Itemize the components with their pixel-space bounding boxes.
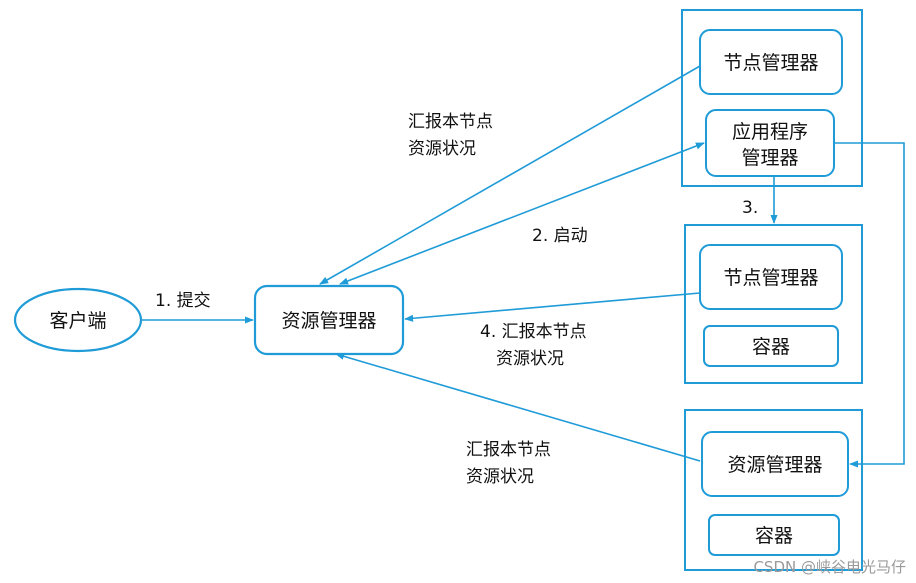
- node-3-container: [708, 514, 840, 556]
- label-start: 2. 启动: [532, 226, 588, 246]
- arrow-node3-report: [335, 352, 701, 462]
- label-report-bottom-2: 资源状况: [466, 467, 534, 487]
- node-1-app-master-label-1: 应用程序: [732, 121, 808, 143]
- arrow-start-am: [339, 142, 705, 285]
- arrow-node1-report: [319, 65, 701, 285]
- node-1-frame: [681, 9, 863, 187]
- arrow-am-to-node3: [834, 142, 905, 468]
- node-2-container-label: 容器: [752, 336, 790, 358]
- node-2-node-manager-label: 节点管理器: [723, 267, 818, 289]
- node-3-frame: [684, 409, 863, 571]
- watermark: CSDN @峡谷电光马仔: [753, 558, 906, 576]
- resource-manager-node: [253, 284, 405, 356]
- node-2-container: [703, 325, 839, 367]
- label-report-bottom-1: 汇报本节点: [466, 440, 551, 460]
- node-3-container-label: 容器: [755, 525, 793, 547]
- node-1-app-master-label-2: 管理器: [741, 147, 798, 169]
- label-report-mid-2: 资源状况: [496, 349, 564, 369]
- label-report-mid-1: 4. 汇报本节点: [480, 322, 587, 342]
- arrow-node2-report: [404, 292, 701, 322]
- label-report-top-2: 资源状况: [408, 139, 476, 159]
- label-step3: 3.: [742, 198, 758, 218]
- node-1-node-manager-label: 节点管理器: [723, 52, 818, 74]
- node-3-resource-manager: [701, 431, 849, 497]
- resource-manager-label: 资源管理器: [281, 310, 376, 332]
- node-3-resource-manager-label: 资源管理器: [727, 454, 822, 476]
- client-label: 客户端: [49, 310, 106, 332]
- node-2-frame: [684, 224, 863, 384]
- node-1-node-manager: [699, 29, 843, 95]
- label-submit: 1. 提交: [155, 291, 211, 311]
- label-report-top-1: 汇报本节点: [408, 112, 493, 132]
